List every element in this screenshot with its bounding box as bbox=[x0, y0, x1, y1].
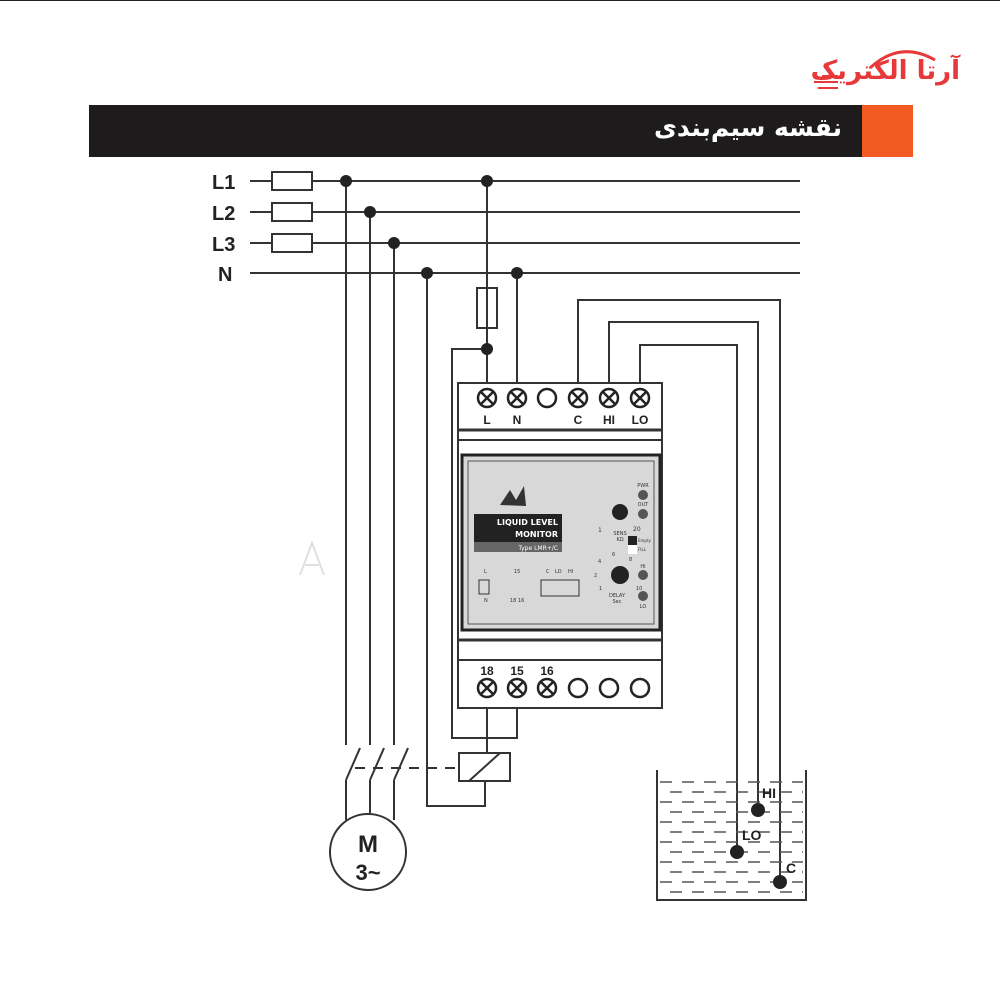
relay-label: N bbox=[484, 598, 488, 604]
label-l2: L2 bbox=[212, 203, 235, 225]
tank-symbol-icon bbox=[540, 579, 580, 597]
terminal-label-16: 16 bbox=[540, 664, 554, 678]
motor-circle bbox=[329, 813, 407, 891]
panel-type: Type LMR+/C bbox=[517, 545, 558, 552]
fuse-l3 bbox=[271, 233, 313, 253]
junction-dots bbox=[340, 175, 523, 355]
terminal-label-c: C bbox=[574, 413, 583, 427]
probe-label: C bbox=[546, 569, 550, 575]
mode-switch[interactable] bbox=[628, 536, 637, 545]
probe-c-icon bbox=[773, 875, 787, 889]
led-pwr-icon bbox=[638, 490, 648, 500]
panel-contents: LIQUID LEVEL MONITOR Type LMR+/C SENS KΩ… bbox=[474, 483, 652, 610]
led-label: LO bbox=[640, 604, 647, 610]
label-l3: L3 bbox=[212, 234, 235, 256]
led-hi-icon bbox=[638, 570, 648, 580]
label-n: N bbox=[218, 264, 232, 286]
terminal-18 bbox=[476, 677, 498, 699]
motor-feeders bbox=[345, 181, 459, 820]
probe-lo-icon bbox=[730, 845, 744, 859]
sens-knob[interactable] bbox=[612, 504, 628, 520]
terminal-15 bbox=[506, 677, 528, 699]
delay-unit: Sec bbox=[613, 599, 622, 605]
terminal-hi bbox=[598, 387, 620, 409]
terminal-label-18: 18 bbox=[480, 664, 494, 678]
delay-tick: 8 bbox=[629, 557, 632, 563]
led-label: PWR bbox=[637, 483, 649, 489]
logo-swoosh-icon bbox=[814, 50, 936, 89]
sens-min: 1 bbox=[598, 527, 602, 534]
water-tank bbox=[656, 770, 807, 901]
terminal-n bbox=[506, 387, 528, 409]
relay-label: 16 bbox=[518, 598, 524, 604]
fuse-l1 bbox=[271, 171, 313, 191]
sens-label: SENS bbox=[613, 531, 626, 537]
panel-title-box bbox=[474, 514, 562, 542]
maker-logo-icon bbox=[500, 486, 526, 506]
top-terminals bbox=[476, 387, 651, 409]
panel-title-1: LIQUID LEVEL bbox=[497, 518, 558, 527]
panel-title-2: MONITOR bbox=[515, 530, 558, 539]
header-bar: نقشه سیم‌بندی bbox=[89, 105, 862, 157]
motor-label: M bbox=[358, 831, 378, 858]
probe-label: LO bbox=[555, 569, 562, 575]
terminal-label-lo: LO bbox=[632, 413, 649, 427]
terminal-label-15: 15 bbox=[510, 664, 524, 678]
header-accent bbox=[862, 105, 913, 157]
label-l1: L1 bbox=[212, 172, 235, 194]
terminal-c bbox=[567, 387, 589, 409]
led-label: OUT bbox=[638, 502, 650, 508]
delay-tick: 2 bbox=[594, 573, 597, 579]
watermark-icon bbox=[299, 540, 325, 576]
logo-text: آرتا الکتریک bbox=[810, 56, 961, 86]
probe-tips bbox=[730, 803, 787, 889]
probe-label-c: C bbox=[786, 860, 796, 876]
terminal-label-hi: HI bbox=[603, 413, 615, 427]
page-title: نقشه سیم‌بندی bbox=[653, 113, 842, 142]
relay-symbol-icon bbox=[478, 579, 490, 595]
led-lo-icon bbox=[638, 591, 648, 601]
delay-knob[interactable] bbox=[611, 566, 629, 584]
probe-label-hi: HI bbox=[762, 785, 776, 801]
switch-label: FILL bbox=[638, 547, 647, 552]
terminal-lo bbox=[629, 387, 651, 409]
sens-unit: KΩ bbox=[616, 537, 623, 543]
terminal-16 bbox=[536, 677, 558, 699]
switch-label: Empty bbox=[638, 538, 652, 543]
relay-label: 15 bbox=[514, 569, 520, 575]
led-out-icon bbox=[638, 509, 648, 519]
probe-label-lo: LO bbox=[742, 827, 762, 843]
motor-phase: 3~ bbox=[355, 860, 380, 885]
fuse-l2 bbox=[271, 202, 313, 222]
delay-label: DELAY bbox=[609, 593, 626, 599]
relay-label: 18 bbox=[510, 598, 516, 604]
delay-tick: 6 bbox=[612, 552, 615, 558]
led-label: HI bbox=[640, 564, 645, 570]
supply-lines bbox=[250, 171, 800, 274]
control-wiring bbox=[426, 181, 781, 882]
probe-hi-icon bbox=[751, 803, 765, 817]
brand-logo: آرتا الکتریک bbox=[810, 42, 961, 97]
terminal-label-l: L bbox=[483, 413, 490, 427]
bottom-terminals bbox=[476, 677, 651, 699]
sens-max: 20 bbox=[633, 526, 641, 533]
probe-label: HI bbox=[568, 569, 573, 575]
top-border bbox=[0, 0, 1000, 1]
relay-label: L bbox=[484, 569, 487, 575]
terminal-empty bbox=[536, 387, 558, 409]
delay-tick: 4 bbox=[598, 559, 601, 565]
delay-tick: 1 bbox=[599, 586, 602, 592]
delay-tick: 10 bbox=[636, 586, 642, 592]
terminal-label-n: N bbox=[513, 413, 522, 427]
terminal-l bbox=[476, 387, 498, 409]
